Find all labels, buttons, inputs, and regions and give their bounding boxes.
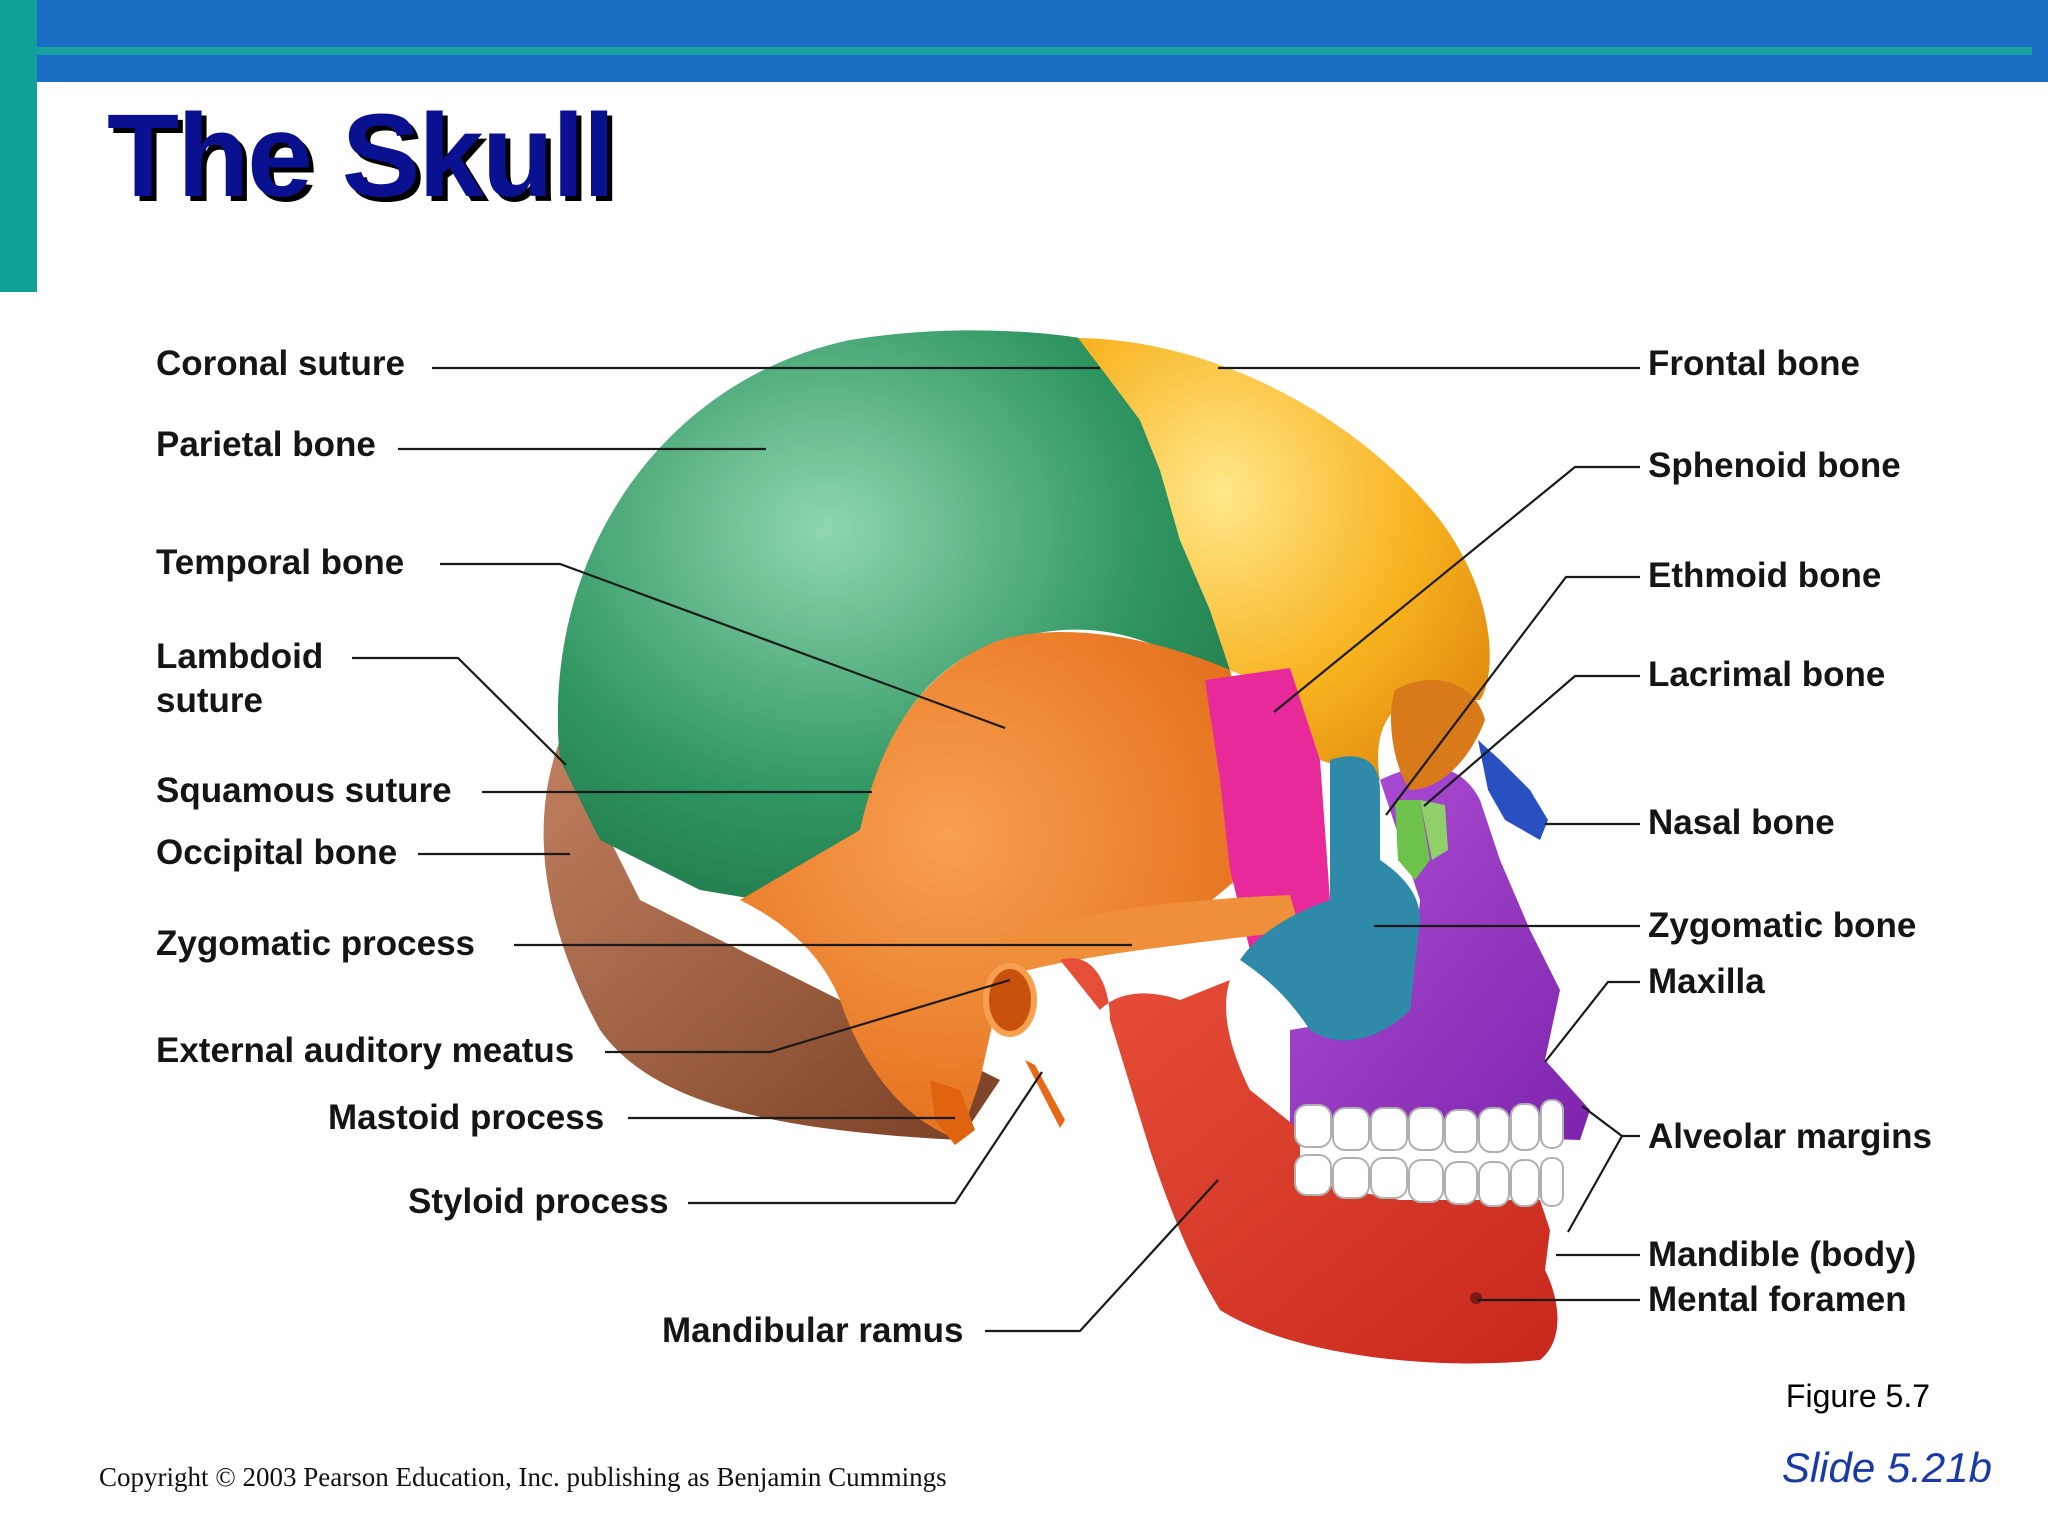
mental-foramen-shape — [1470, 1292, 1482, 1304]
label-lambdoid-suture-line1: Lambdoid — [156, 637, 323, 676]
leader-lines — [352, 366, 1640, 1333]
label-coronal-suture: Coronal suture — [156, 344, 405, 383]
label-lambdoid-suture-line2: suture — [156, 681, 263, 720]
label-mental-foramen: Mental foramen — [1648, 1280, 1907, 1319]
temporal-bone-shape — [740, 631, 1260, 1140]
header-stripe — [37, 47, 2032, 55]
ethmoid-bone-shape — [1395, 800, 1430, 880]
label-maxilla: Maxilla — [1648, 962, 1765, 1001]
slide-number: Slide 5.21b — [1781, 1444, 1992, 1491]
mastoid-process-shape — [930, 1080, 975, 1145]
label-external-auditory-meatus: External auditory meatus — [156, 1031, 574, 1070]
label-alveolar-margins: Alveolar margins — [1648, 1117, 1932, 1156]
zygomatic-bone-shape — [1240, 756, 1420, 1041]
copyright-notice: Copyright © 2003 Pearson Education, Inc.… — [99, 1462, 947, 1492]
label-temporal-bone: Temporal bone — [156, 543, 404, 582]
sphenoid-bone-shape — [1205, 668, 1330, 950]
label-mandible-body: Mandible (body) — [1648, 1235, 1916, 1274]
label-nasal-bone: Nasal bone — [1648, 803, 1835, 842]
orbit-shape — [1390, 680, 1485, 790]
figure-caption: Figure 5.7 — [1785, 1378, 1930, 1414]
maxilla-bone-shape — [1290, 766, 1590, 1140]
nasal-bone-shape — [1478, 740, 1548, 840]
label-squamous-suture: Squamous suture — [156, 771, 452, 810]
parietal-bone-shape — [557, 330, 1230, 901]
label-occipital-bone: Occipital bone — [156, 833, 397, 872]
label-parietal-bone: Parietal bone — [156, 425, 376, 464]
external-auditory-meatus-shape — [983, 963, 1037, 1037]
zygomatic-arch-shape — [1000, 895, 1300, 975]
label-zygomatic-bone: Zygomatic bone — [1648, 906, 1916, 945]
label-mandibular-ramus: Mandibular ramus — [662, 1311, 963, 1350]
label-styloid-process: Styloid process — [408, 1182, 669, 1221]
mandible-bone-shape — [1060, 958, 1558, 1364]
label-mastoid-process: Mastoid process — [328, 1098, 604, 1137]
slide-title: The Skull — [107, 90, 616, 222]
lacrimal-bone-shape — [1420, 800, 1448, 860]
teeth-group — [1294, 1099, 1564, 1207]
label-sphenoid-bone: Sphenoid bone — [1648, 446, 1901, 485]
label-zygomatic-process: Zygomatic process — [156, 924, 475, 963]
label-ethmoid-bone: Ethmoid bone — [1648, 556, 1881, 595]
header-bar — [0, 0, 2048, 82]
frontal-bone-shape — [1078, 338, 1490, 780]
label-frontal-bone: Frontal bone — [1648, 344, 1860, 383]
label-lacrimal-bone: Lacrimal bone — [1648, 655, 1885, 694]
side-accent-bar — [0, 0, 37, 292]
styloid-process-shape — [1025, 1060, 1065, 1128]
